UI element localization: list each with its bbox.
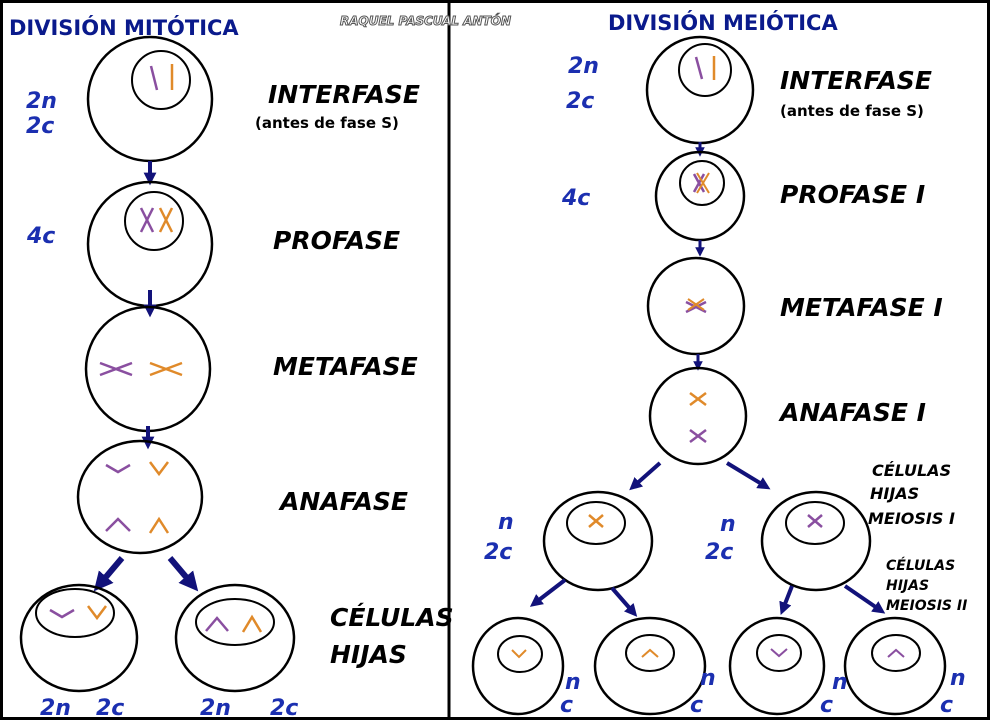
meiosis-profase-cell: [654, 150, 746, 242]
arrow-diagonal: [725, 461, 771, 490]
ploidy-n: 2n: [200, 696, 231, 721]
mitosis-anafase-cell: [76, 439, 204, 555]
mitosis-heading: DIVISIÓN MITÓTICA: [9, 16, 239, 40]
ploidy-c: 2c: [96, 696, 125, 721]
phase-label-interfase: INTERFASE: [268, 80, 420, 109]
mitosis-profase-cell: [86, 180, 214, 308]
phase-label-metafase-i: METAFASE I: [780, 293, 943, 322]
ploidy-n: 2n: [568, 54, 599, 79]
arrow-diagonal: [93, 556, 125, 592]
phase-label-profase-i: PROFASE I: [780, 180, 926, 209]
meiosis-interfase-cell: [645, 35, 755, 145]
meiosis-heading: DIVISIÓN MEIÓTICA: [608, 11, 838, 35]
mitosis-metafase-cell: [84, 305, 212, 433]
ploidy-n: 2n: [40, 696, 71, 721]
phase-label-interfase: INTERFASE: [780, 66, 932, 95]
arrow-diagonal: [610, 586, 638, 617]
meiosis2-cell-2: [593, 616, 707, 716]
ploidy-c: 2c: [26, 114, 55, 139]
meiosis1-daughter-cell-left: [542, 490, 654, 592]
ploidy-c: 2c: [484, 540, 513, 565]
phase-sublabel: (antes de fase S): [255, 114, 399, 132]
ploidy-n: n: [950, 666, 966, 691]
ploidy-c: c: [560, 693, 574, 718]
ploidy-c: 4c: [27, 224, 56, 249]
arrow-diagonal: [629, 461, 662, 491]
phase-label-celulas: CÉLULAS: [330, 603, 454, 632]
arrow-diagonal: [779, 585, 794, 615]
arrow-diagonal: [843, 584, 886, 614]
phase-label-metafase: METAFASE: [273, 352, 418, 381]
mitosis-interfase-cell: [86, 35, 214, 163]
phase-label-anafase-i: ANAFASE I: [780, 398, 926, 427]
arrow-diagonal: [529, 578, 567, 607]
author-credit: RAQUEL PASCUAL ANTÓN: [340, 14, 512, 29]
ploidy-n: n: [565, 670, 581, 695]
ploidy-n: n: [720, 512, 736, 537]
label-celulas: CÉLULAS: [886, 558, 956, 574]
ploidy-c: c: [940, 693, 954, 718]
label-hijas: HIJAS: [886, 578, 930, 594]
ploidy-c: 2c: [705, 540, 734, 565]
chromosome-purple: [149, 65, 159, 91]
mitosis-daughter-cell-right: [174, 583, 296, 693]
ploidy-c: 2c: [566, 89, 595, 114]
meiosis1-daughter-cell-right: [760, 490, 872, 592]
ploidy-c: c: [820, 693, 834, 718]
meiosis2-cell-3: [728, 616, 826, 716]
ploidy-n: n: [700, 666, 716, 691]
ploidy-n: n: [498, 510, 514, 535]
mitosis-daughter-cell-left: [19, 583, 139, 693]
meiosis-anafase-cell: [648, 366, 748, 466]
phase-sublabel: (antes de fase S): [780, 102, 924, 120]
meiosis2-cell-1: [471, 616, 565, 716]
label-hijas: HIJAS: [870, 484, 920, 503]
ploidy-c: 2c: [270, 696, 299, 721]
ploidy-c: c: [690, 693, 704, 718]
ploidy-n: 2n: [26, 89, 57, 114]
phase-label-profase: PROFASE: [273, 226, 401, 255]
label-meiosis-ii: MEIOSIS II: [886, 598, 968, 614]
label-meiosis-i: MEIOSIS I: [868, 509, 955, 528]
ploidy-n: n: [832, 670, 848, 695]
label-celulas: CÉLULAS: [872, 461, 952, 480]
meiosis2-cell-4: [843, 616, 947, 716]
meiosis-metafase-cell: [646, 256, 746, 356]
arrow-diagonal: [167, 556, 199, 592]
phase-label-anafase: ANAFASE: [280, 487, 408, 516]
phase-label-hijas: HIJAS: [330, 640, 407, 669]
ploidy-c: 4c: [562, 186, 591, 211]
